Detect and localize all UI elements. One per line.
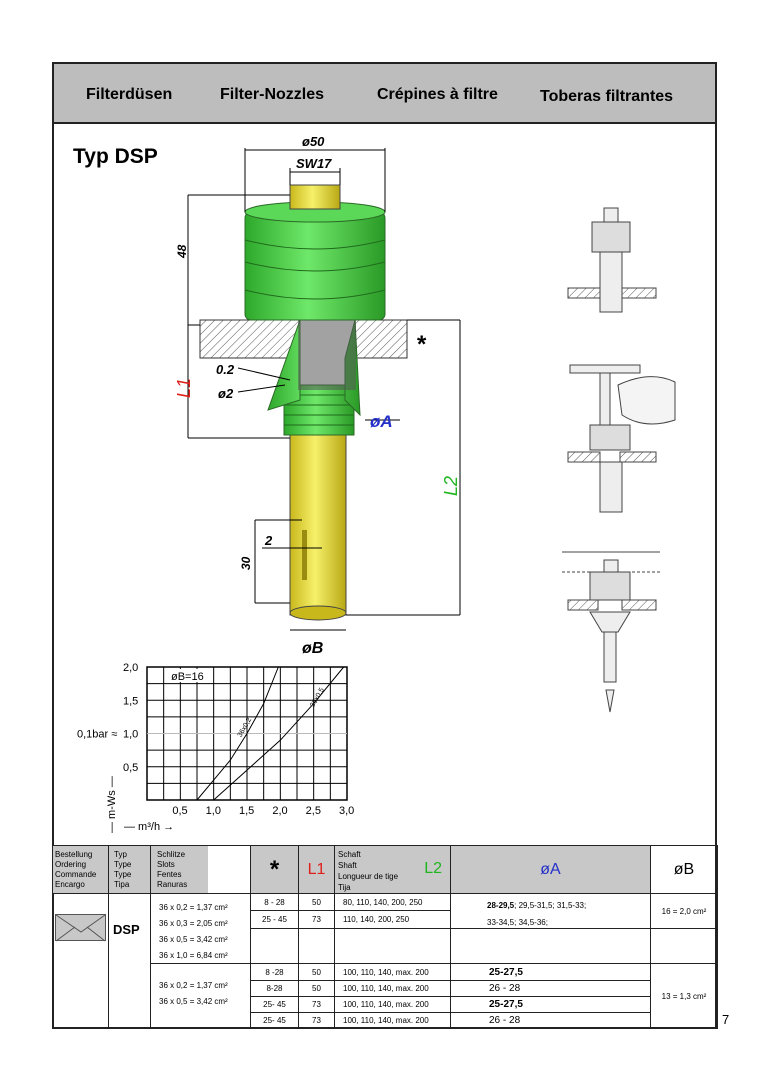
row-star: 8 - 28 [250, 893, 299, 911]
row-l2: 100, 110, 140, max. 200 [334, 980, 451, 997]
envelope-icon[interactable] [55, 914, 107, 942]
x-tick-label: 1,5 [239, 805, 254, 817]
row-l2: 100, 110, 140, max. 200 [334, 996, 451, 1013]
empty-cell [450, 928, 651, 964]
series-line-1 [213, 666, 345, 801]
y-tick-note: 0,1bar ≈ [77, 729, 117, 741]
row-dA-a: 28-29,5; 29,5-31,5; 31,5-33;33-34,5; 34,… [450, 893, 651, 929]
dim-d2: ø2 [218, 386, 234, 401]
empty-cell [298, 928, 335, 964]
row-star: 25- 45 [250, 996, 299, 1013]
dim-d50: ø50 [302, 134, 325, 149]
header-dA: øA [450, 845, 651, 894]
floor-slab-right [354, 319, 408, 359]
dim-l1: L1 [174, 378, 194, 398]
page-number: 7 [722, 1012, 730, 1027]
series-line-0 [196, 666, 279, 801]
row-dA: 25-27,5 [450, 963, 651, 981]
type-value: DSP [108, 893, 151, 1029]
dB-a: 16 = 2,0 cm² [650, 893, 718, 929]
y-tick-label: 0,5 [123, 762, 138, 774]
dim-2: 2 [264, 533, 273, 548]
x-tick-label: 0,5 [172, 805, 187, 817]
row-star: 25 - 45 [250, 910, 299, 929]
dim-dA: øA [370, 412, 393, 431]
row-l1: 50 [298, 980, 335, 997]
row-dA: 26 - 28 [450, 1012, 651, 1029]
x-tick-label: 1,0 [206, 805, 221, 817]
y-tick-label: 1,0 [123, 729, 138, 741]
x-tick-label: 3,0 [339, 805, 354, 817]
dimension-lines [187, 148, 461, 631]
row-star: 25- 45 [250, 1012, 299, 1029]
header-dB: øB [650, 845, 718, 894]
hex-cap [289, 184, 341, 210]
row-star: 8 -28 [250, 963, 299, 981]
empty-cell [334, 928, 451, 964]
row-l1: 50 [298, 893, 335, 911]
row-l2: 100, 110, 140, max. 200 [334, 963, 451, 981]
row-l1: 50 [298, 963, 335, 981]
row-dA: 25-27,5 [450, 996, 651, 1013]
dim-gap: 0.2 [216, 362, 235, 377]
dim-sw17: SW17 [296, 156, 332, 171]
slot [302, 530, 307, 580]
title-de: Filterdüsen [86, 86, 173, 103]
row-star: 8-28 [250, 980, 299, 997]
order-envelope[interactable] [52, 893, 109, 1029]
title-en: Filter-Nozzles [220, 86, 325, 103]
annotation-bg [169, 668, 211, 682]
empty-cell [650, 928, 718, 964]
header-star: * [250, 845, 299, 894]
row-l1: 73 [298, 996, 335, 1013]
row-l1: 73 [298, 910, 335, 929]
pressure-flow-chart: 0,5 1,0 1,5 2,0 2,5 3,0 0,5 1,0 1,5 2,0 0,1bar ≈ øB… [77, 662, 354, 833]
dim-48: 48 [175, 244, 189, 259]
dim-l2: L2 [441, 476, 461, 496]
dim-30: 30 [239, 556, 253, 570]
y-tick-label: 1,5 [123, 695, 138, 707]
nozzle-head [244, 211, 386, 321]
shaft [289, 434, 347, 616]
row-l2: 80, 110, 140, 200, 250 [334, 893, 451, 911]
title-fr: Crépines à filtre [377, 86, 498, 103]
dim-dB: øB [302, 640, 323, 657]
y-axis-label: — m-Ws — [106, 776, 118, 833]
nozzle-drawing [199, 184, 408, 621]
dB-b: 13 = 1,3 cm² [650, 963, 718, 1029]
header-band: Filterdüsen Filter-Nozzles Crépines à fi… [52, 62, 717, 124]
row-l1: 73 [298, 1012, 335, 1029]
x-axis-label: — m³/h → [124, 821, 174, 833]
row-dA: 26 - 28 [450, 980, 651, 997]
floor-slab-left [199, 319, 301, 359]
x-tick-label: 2,5 [306, 805, 321, 817]
title-es: Toberas filtrantes [540, 88, 674, 105]
annotation: øB=16 [171, 671, 204, 683]
dim-star: * [416, 331, 427, 358]
type-title: Typ DSP [73, 145, 158, 168]
x-tick-label: 2,0 [272, 805, 287, 817]
y-tick-label: 2,0 [123, 662, 138, 674]
header-l1: L1 [298, 845, 335, 894]
row-l2: 100, 110, 140, max. 200 [334, 1012, 451, 1029]
row-l2: 110, 140, 200, 250 [334, 910, 451, 929]
install-step-illustrations [562, 207, 676, 713]
empty-cell [250, 928, 299, 964]
